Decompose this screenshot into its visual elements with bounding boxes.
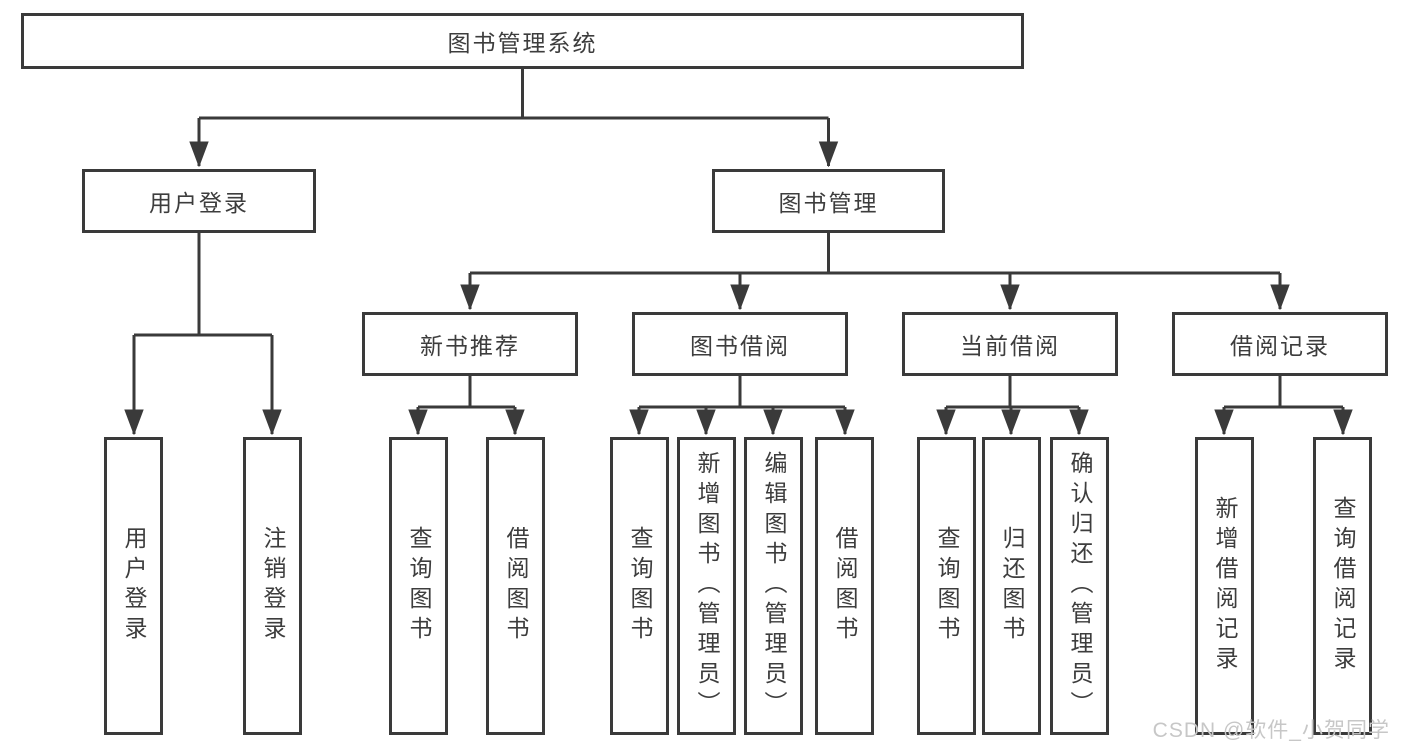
leaf-label: 查询图书 <box>406 526 432 646</box>
node-borrowing-records: 借阅记录 <box>1172 312 1388 376</box>
leaf-borrow-books-borrowing: 借阅图书 <box>815 437 874 735</box>
leaf-logout-login: 注销登录 <box>243 437 302 735</box>
leaf-confirm-return-admin: 确认归还（管理员） <box>1050 437 1109 735</box>
leaf-label: 新增图书（管理员） <box>694 451 720 721</box>
leaf-query-books-current: 查询图书 <box>917 437 976 735</box>
leaf-user-login: 用户登录 <box>104 437 163 735</box>
node-label: 当前借阅 <box>960 333 1060 359</box>
node-label: 用户登录 <box>149 190 249 216</box>
node-label: 新书推荐 <box>420 333 520 359</box>
leaf-label: 编辑图书（管理员） <box>761 451 787 721</box>
node-label: 借阅记录 <box>1230 333 1330 359</box>
leaf-query-books-borrowing: 查询图书 <box>610 437 669 735</box>
root-node-system-title: 图书管理系统 <box>21 13 1024 69</box>
leaf-query-borrow-record: 查询借阅记录 <box>1313 437 1372 735</box>
leaf-label: 查询图书 <box>627 526 653 646</box>
leaf-label: 注销登录 <box>260 526 286 646</box>
leaf-query-books-recommend: 查询图书 <box>389 437 448 735</box>
leaf-label: 查询借阅记录 <box>1330 496 1356 676</box>
leaf-label: 用户登录 <box>121 526 147 646</box>
node-book-management-module: 图书管理 <box>712 169 945 233</box>
leaf-label: 新增借阅记录 <box>1212 496 1238 676</box>
leaf-add-book-admin: 新增图书（管理员） <box>677 437 736 735</box>
node-book-borrowing: 图书借阅 <box>632 312 848 376</box>
leaf-label: 查询图书 <box>934 526 960 646</box>
leaf-label: 确认归还（管理员） <box>1067 451 1093 721</box>
leaf-label: 借阅图书 <box>503 526 529 646</box>
leaf-edit-book-admin: 编辑图书（管理员） <box>744 437 803 735</box>
leaf-label: 归还图书 <box>999 526 1025 646</box>
node-new-book-recommend: 新书推荐 <box>362 312 578 376</box>
leaf-return-books: 归还图书 <box>982 437 1041 735</box>
node-label: 图书借阅 <box>690 333 790 359</box>
leaf-borrow-books-recommend: 借阅图书 <box>486 437 545 735</box>
node-label: 图书管理 <box>778 190 879 216</box>
root-node-label: 图书管理系统 <box>447 30 598 56</box>
csdn-watermark: CSDN @软件_小贺同学 <box>1152 719 1390 742</box>
node-user-login-module: 用户登录 <box>82 169 316 233</box>
leaf-add-borrow-record: 新增借阅记录 <box>1195 437 1254 735</box>
leaf-label: 借阅图书 <box>832 526 858 646</box>
node-current-borrowing: 当前借阅 <box>902 312 1118 376</box>
